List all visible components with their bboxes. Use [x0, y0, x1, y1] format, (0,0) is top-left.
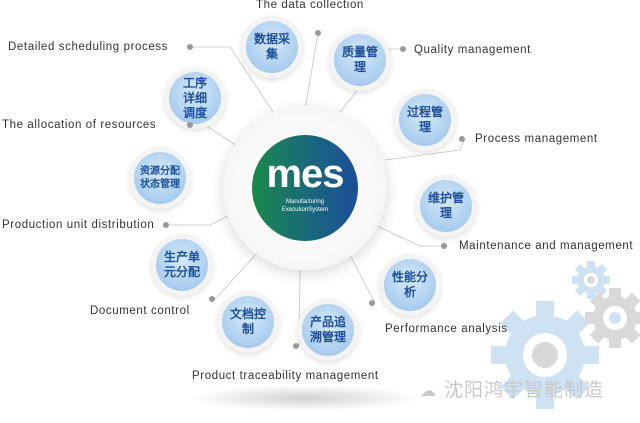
label-traceability: Product traceability management	[192, 370, 379, 382]
bubble-maintenance: 维护管理	[420, 180, 472, 232]
dot-document-control	[209, 296, 215, 302]
dot-maintenance	[441, 243, 447, 249]
dot-performance	[369, 300, 375, 306]
dot-resources	[187, 122, 193, 128]
label-process: Process management	[475, 133, 598, 145]
mes-subtitle-1: Manufacturing	[285, 199, 325, 205]
label-production-unit: Production unit distribution	[2, 219, 155, 231]
bubble-resource-allocation: 资源分配状态管理	[134, 152, 186, 204]
dot-production-unit	[163, 222, 169, 228]
gray-gear-icon	[585, 288, 640, 348]
mes-subtitle-2: ExecutionSystem	[281, 207, 329, 213]
bubble-performance: 性能分析	[384, 259, 436, 311]
bubble-production-unit: 生产单元分配	[156, 239, 208, 291]
large-gear-icon	[491, 301, 599, 409]
dot-data-collection	[315, 30, 321, 36]
label-maintenance: Maintenance and management	[459, 240, 634, 252]
bubble-text: 资源分配状态管理	[140, 166, 180, 190]
bubble-text: 性能分析	[391, 270, 428, 299]
label-quality: Quality management	[414, 44, 531, 56]
bubble-document-control: 文档控制	[222, 296, 274, 348]
label-resources: The allocation of resources	[2, 119, 157, 131]
watermark: ☁ 沈阳鸿宇智能制造	[420, 378, 604, 403]
bubble-text: 生产单元分配	[163, 250, 200, 279]
bubble-text: 产品追溯管理	[309, 315, 346, 344]
bubble-quality-management: 质量管理	[334, 34, 386, 86]
bubble-traceability: 产品追溯管理	[302, 304, 354, 356]
bubble-text: 数据采集	[253, 32, 290, 61]
bubble-text: 维护管理	[427, 191, 464, 220]
dot-quality	[400, 46, 406, 52]
bubble-data-collection: 数据采集	[246, 21, 298, 73]
label-data-collection: The data collection	[256, 0, 364, 11]
mes-title: mes	[266, 152, 344, 196]
label-scheduling: Detailed scheduling process	[8, 41, 169, 53]
base-shadow	[190, 385, 420, 411]
dot-traceability	[293, 343, 299, 349]
dot-process	[459, 136, 465, 142]
bubble-text: 质量管理	[341, 45, 378, 74]
bubble-scheduling: 工序详细调度	[169, 72, 221, 124]
label-performance: Performance analysis	[385, 323, 508, 335]
dot-scheduling	[187, 44, 193, 50]
label-document-control: Document control	[90, 305, 190, 317]
bubble-text: 工序详细调度	[182, 75, 207, 120]
mes-core: mes Manufacturing ExecutionSystem	[252, 135, 358, 241]
watermark-text: 沈阳鸿宇智能制造	[444, 379, 605, 401]
bubble-text: 文档控制	[229, 307, 266, 336]
wechat-icon: ☁	[420, 381, 437, 400]
bubble-text: 过程管理	[406, 105, 443, 134]
bubble-process-management: 过程管理	[399, 94, 451, 146]
small-gear-icon	[572, 261, 610, 299]
